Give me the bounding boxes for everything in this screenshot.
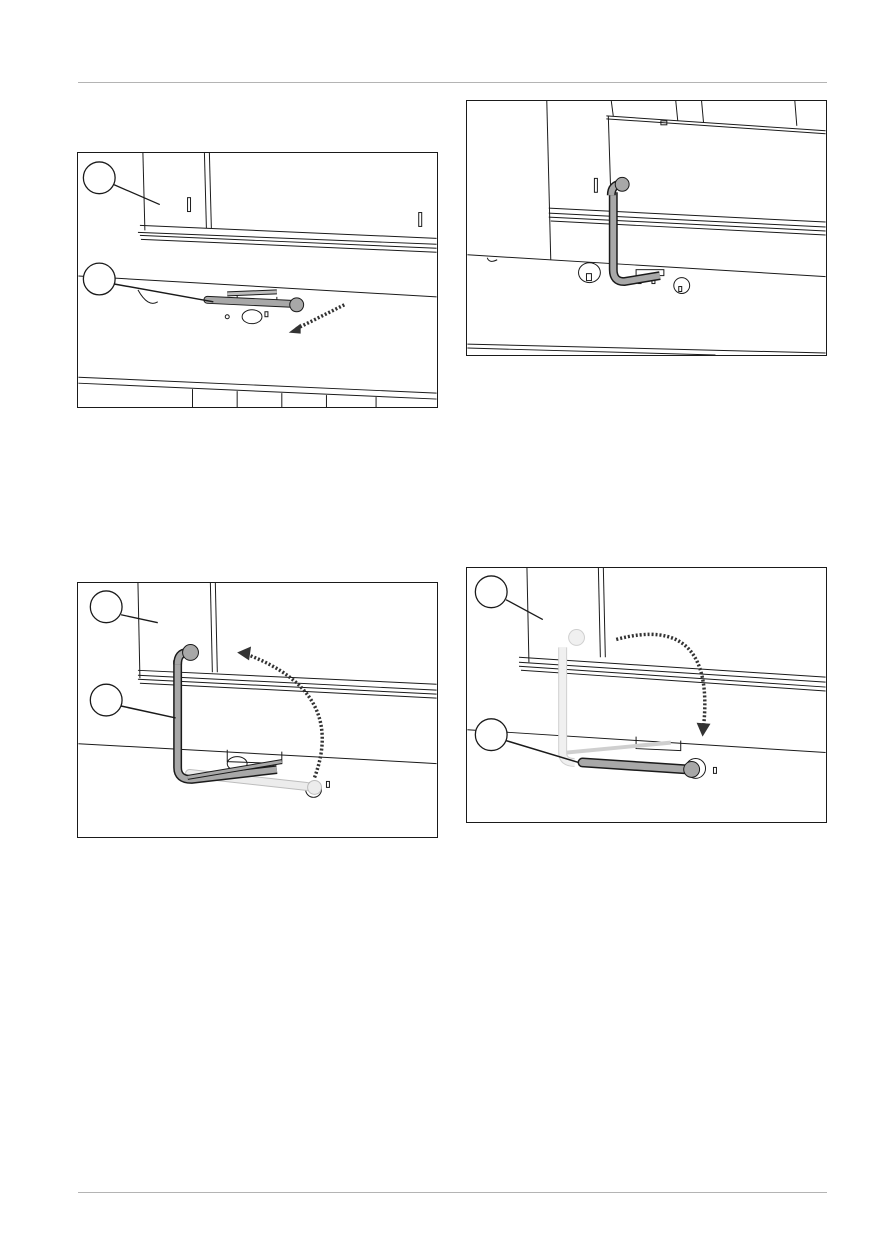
- header-rule: [78, 82, 827, 83]
- callout-circle-2: [82, 262, 116, 296]
- callout-circle-1: [82, 161, 116, 195]
- callout-circle-1: [89, 590, 123, 624]
- hose-swing-down-figure: [466, 567, 827, 823]
- callout-circle-1: [474, 575, 508, 609]
- hose-swing-up-figure: [77, 582, 438, 838]
- hose-removal-illustration: [78, 153, 437, 407]
- hose-swing-down-illustration: [467, 568, 826, 779]
- pull-direction-arrow: [288, 303, 346, 334]
- callout-circle-2: [474, 718, 508, 752]
- callout-circle-2: [89, 683, 123, 717]
- hose-raised-illustration: [467, 101, 826, 355]
- footer-rule: [78, 1192, 827, 1193]
- hose-swing-up-illustration: [78, 583, 437, 798]
- hose-removal-figure: [77, 152, 438, 408]
- hose-raised-figure: [466, 100, 827, 356]
- swing-down-arrow: [615, 632, 711, 737]
- swing-up-arrow: [237, 646, 324, 779]
